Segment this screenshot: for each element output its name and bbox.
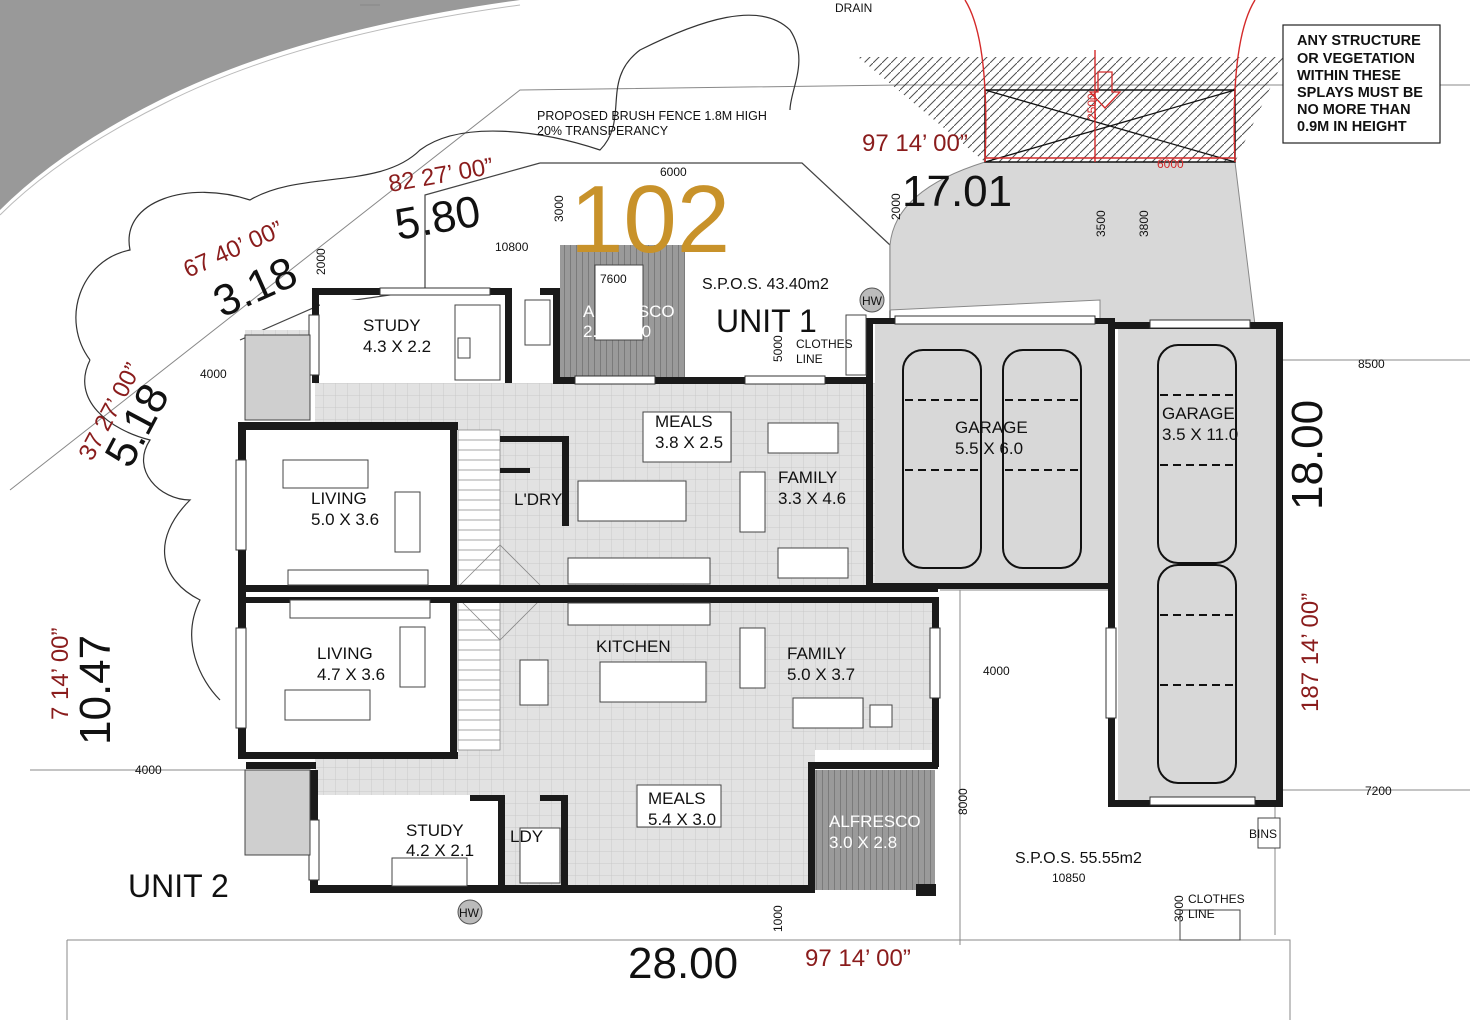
dim-5000: 5000 <box>771 335 785 362</box>
dim-4000-b: 4000 <box>135 763 162 777</box>
left-boundary-bearing: 7 14’ 00” <box>47 627 74 720</box>
unit1-garage-label: GARAGE 5.5 X 6.0 <box>955 418 1032 458</box>
fence-note-line1: PROPOSED BRUSH FENCE 1.8M HIGH <box>537 109 767 123</box>
sight-splay <box>858 0 1285 163</box>
unit1-alfresco-label: ALFRESCO 2.9 X 3.0 <box>583 302 679 341</box>
unit1-laundry-label: L'DRY <box>514 490 562 509</box>
dim-8500: 8500 <box>1358 357 1385 371</box>
splay-note: ANY STRUCTURE OR VEGETATION WITHIN THESE… <box>1297 33 1427 135</box>
hw-unit2-marker <box>457 899 483 925</box>
right-boundary-length: 18.00 <box>1283 400 1332 510</box>
unit1-name: UNIT 1 <box>716 303 817 339</box>
drain-label: DRAIN <box>835 1 872 15</box>
car-outlines <box>902 344 1237 784</box>
unit2-hw-label: HW <box>459 906 480 920</box>
dim-3000-b: 3000 <box>1172 895 1186 922</box>
bottom-boundary-length: 28.00 <box>628 939 738 988</box>
unit2-bins-label: BINS <box>1249 827 1277 841</box>
right-boundary-bearing: 187 14’ 00” <box>1297 593 1324 712</box>
dim-4000-a: 4000 <box>200 367 227 381</box>
unit1-hw-label: HW <box>862 294 883 308</box>
road-area <box>0 0 520 210</box>
splay-dim-2500: 2500 <box>1085 93 1099 120</box>
top-boundary-length: 17.01 <box>902 167 1012 216</box>
fence-note-line2: 20% TRANSPERANCY <box>537 124 669 138</box>
unit2-spos: S.P.O.S. 55.55m2 <box>1015 850 1142 867</box>
top-boundary-bearing: 97 14’ 00” <box>862 130 968 157</box>
road-kerb <box>0 4 521 216</box>
bottom-boundary-bearing: 97 14’ 00” <box>805 945 911 972</box>
dim-7200: 7200 <box>1365 784 1392 798</box>
unit2-name: UNIT 2 <box>128 868 229 904</box>
vegetation-outline <box>75 14 800 701</box>
stairs <box>457 429 541 751</box>
dim-10850: 10850 <box>1052 871 1086 885</box>
dim-7600: 7600 <box>600 272 627 286</box>
unit2-study-label: STUDY 4.2 X 2.1 <box>406 821 474 860</box>
dim-6000-top: 6000 <box>660 165 687 179</box>
hw-unit1-marker <box>859 287 885 313</box>
left-boundary-length: 10.47 <box>71 635 120 745</box>
unit2-clothes-line: CLOTHES LINE <box>1188 892 1248 921</box>
splay-dim-6000: 6000 <box>1157 157 1184 171</box>
garage-unit1-floor <box>875 322 1110 584</box>
lot-number: 102 <box>570 166 730 273</box>
dim-4000-c: 4000 <box>983 664 1010 678</box>
splay-note-box <box>1282 24 1441 144</box>
dim-8000: 8000 <box>956 788 970 815</box>
unit2-laundry-label: LDY <box>510 827 543 846</box>
dim-2000-a: 2000 <box>314 248 328 275</box>
unit2-meals-label: MEALS 5.4 X 3.0 <box>648 789 716 829</box>
top-left-boundary-length: 5.80 <box>391 187 484 250</box>
dim-2000-b: 2000 <box>889 193 903 220</box>
dim-1000: 1000 <box>771 905 785 932</box>
unit2-family-label: FAMILY 5.0 X 3.7 <box>787 644 855 684</box>
unit1-clothes-line: CLOTHES LINE <box>796 337 856 366</box>
dim-3000-left: 3000 <box>552 195 566 222</box>
unit2-living-label: LIVING 4.7 X 3.6 <box>317 644 385 684</box>
dim-3500: 3500 <box>1094 210 1108 237</box>
unit1-meals-label: MEALS 3.8 X 2.5 <box>655 412 723 452</box>
unit1-family-label: FAMILY 3.3 X 4.6 <box>778 468 846 508</box>
alfresco-deck-unit2 <box>815 770 935 890</box>
unit2-alfresco-label: ALFRESCO 3.0 X 2.8 <box>829 812 925 852</box>
dim-3800: 3800 <box>1137 210 1151 237</box>
unit2-kitchen-label: KITCHEN <box>596 637 671 656</box>
unit1-spos: S.P.O.S. 43.40m2 <box>702 276 829 293</box>
furniture <box>244 264 1281 941</box>
unit1-study-label: STUDY 4.3 X 2.2 <box>363 316 431 356</box>
unit2-garage-label: GARAGE 3.5 X 11.0 <box>1162 404 1239 444</box>
dim-10800: 10800 <box>495 240 529 254</box>
unit1-living-label: LIVING 5.0 X 3.6 <box>311 489 379 529</box>
